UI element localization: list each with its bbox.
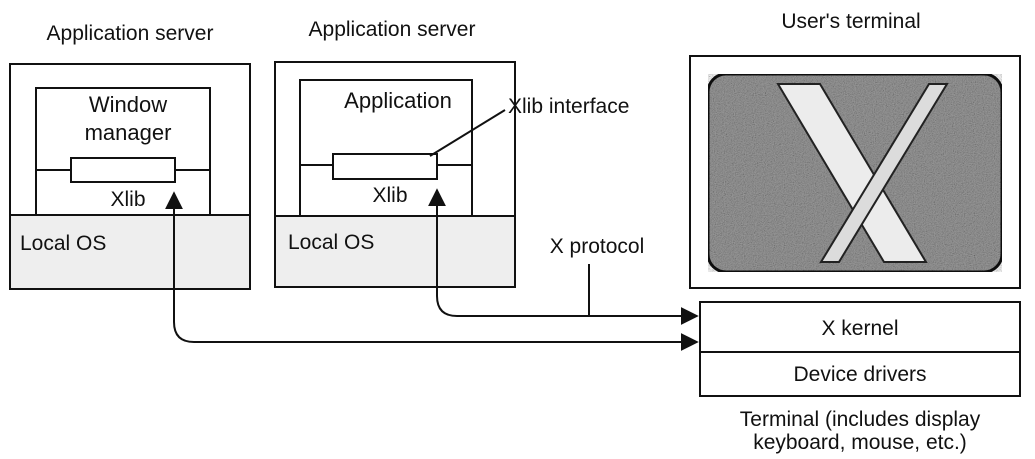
x-protocol-label: X protocol — [550, 235, 645, 258]
terminal-title: User's terminal — [781, 10, 920, 33]
x-logo-icon — [776, 83, 949, 263]
device-drivers-label: Device drivers — [793, 363, 926, 386]
application-server-2: Application Xlib Local OS — [274, 61, 516, 288]
server2-title: Application server — [309, 18, 476, 41]
server2-xlib-module — [332, 153, 438, 180]
server2-xlib-label: Xlib — [372, 184, 407, 207]
server1-os-label: Local OS — [20, 232, 106, 255]
device-drivers-box — [699, 351, 1021, 397]
server2-os-label: Local OS — [288, 231, 374, 254]
server1-xlib-label: Xlib — [110, 188, 145, 211]
terminal-caption-line2: keyboard, mouse, etc.) — [753, 431, 967, 454]
server1-to-terminal-arrow — [165, 191, 699, 351]
x-kernel-label: X kernel — [821, 317, 898, 340]
application-server-1: Window manager Xlib Local OS — [9, 63, 251, 290]
application-label: Application — [344, 88, 452, 113]
server1-xlib-module — [70, 157, 176, 183]
window-manager-label-line2: manager — [85, 120, 172, 145]
server2-to-terminal-arrow — [428, 188, 699, 325]
window-manager-label-line1: Window — [89, 92, 167, 117]
server1-title: Application server — [47, 22, 214, 45]
terminal-caption-line1: Terminal (includes display — [740, 408, 981, 431]
users-terminal: X kernel Device drivers Terminal (includ… — [689, 55, 1021, 454]
xlib-interface-pointer — [429, 109, 506, 157]
xlib-interface-label: Xlib interface — [508, 95, 629, 118]
